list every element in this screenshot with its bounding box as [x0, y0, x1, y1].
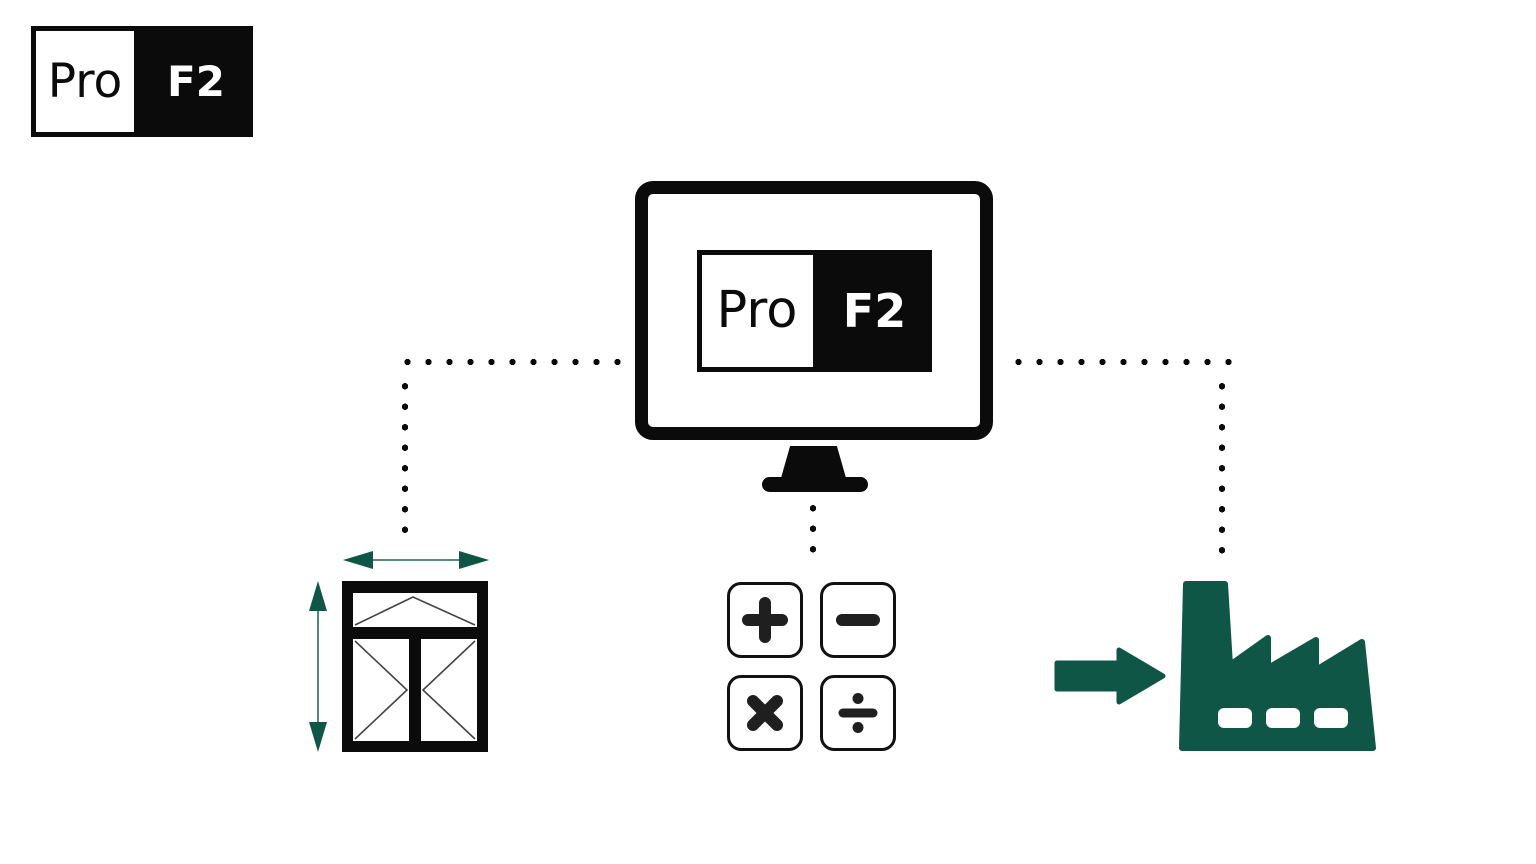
monitor-icon: Pro F2 [635, 181, 993, 440]
dotted-line-center-vertical [809, 498, 817, 558]
plus-key [727, 582, 803, 658]
factory-icon [1179, 581, 1376, 751]
brand-logo-left: Pro [31, 26, 139, 137]
height-arrow-icon [309, 581, 327, 752]
monitor-logo-right: F2 [817, 249, 932, 372]
monitor-stand-base [762, 477, 868, 492]
multiply-icon [747, 695, 783, 731]
operator-key-grid [727, 582, 896, 751]
minus-icon [836, 614, 880, 626]
dotted-line-right-horizontal [1008, 358, 1232, 366]
width-arrow-icon [343, 551, 489, 569]
dotted-line-right-vertical [1218, 376, 1226, 554]
monitor-logo: Pro F2 [696, 249, 932, 372]
brand-logo: Pro F2 [31, 26, 253, 137]
monitor-logo-left: Pro [696, 249, 818, 372]
monitor-logo-right-text: F2 [842, 283, 907, 338]
brand-logo-right-text: F2 [167, 57, 225, 106]
monitor-stand-neck [781, 446, 846, 478]
brand-logo-left-text: Pro [47, 54, 123, 109]
divide-key [820, 675, 896, 751]
minus-key [820, 582, 896, 658]
arrow-right-icon [1054, 647, 1166, 705]
window-icon [342, 581, 488, 752]
monitor-logo-left-text: Pro [716, 281, 798, 340]
dotted-line-left-vertical [401, 376, 409, 533]
divide-icon [838, 693, 878, 733]
plus-icon [742, 597, 788, 643]
brand-logo-right: F2 [139, 26, 253, 137]
multiply-key [727, 675, 803, 751]
dotted-line-left-horizontal [397, 358, 623, 366]
